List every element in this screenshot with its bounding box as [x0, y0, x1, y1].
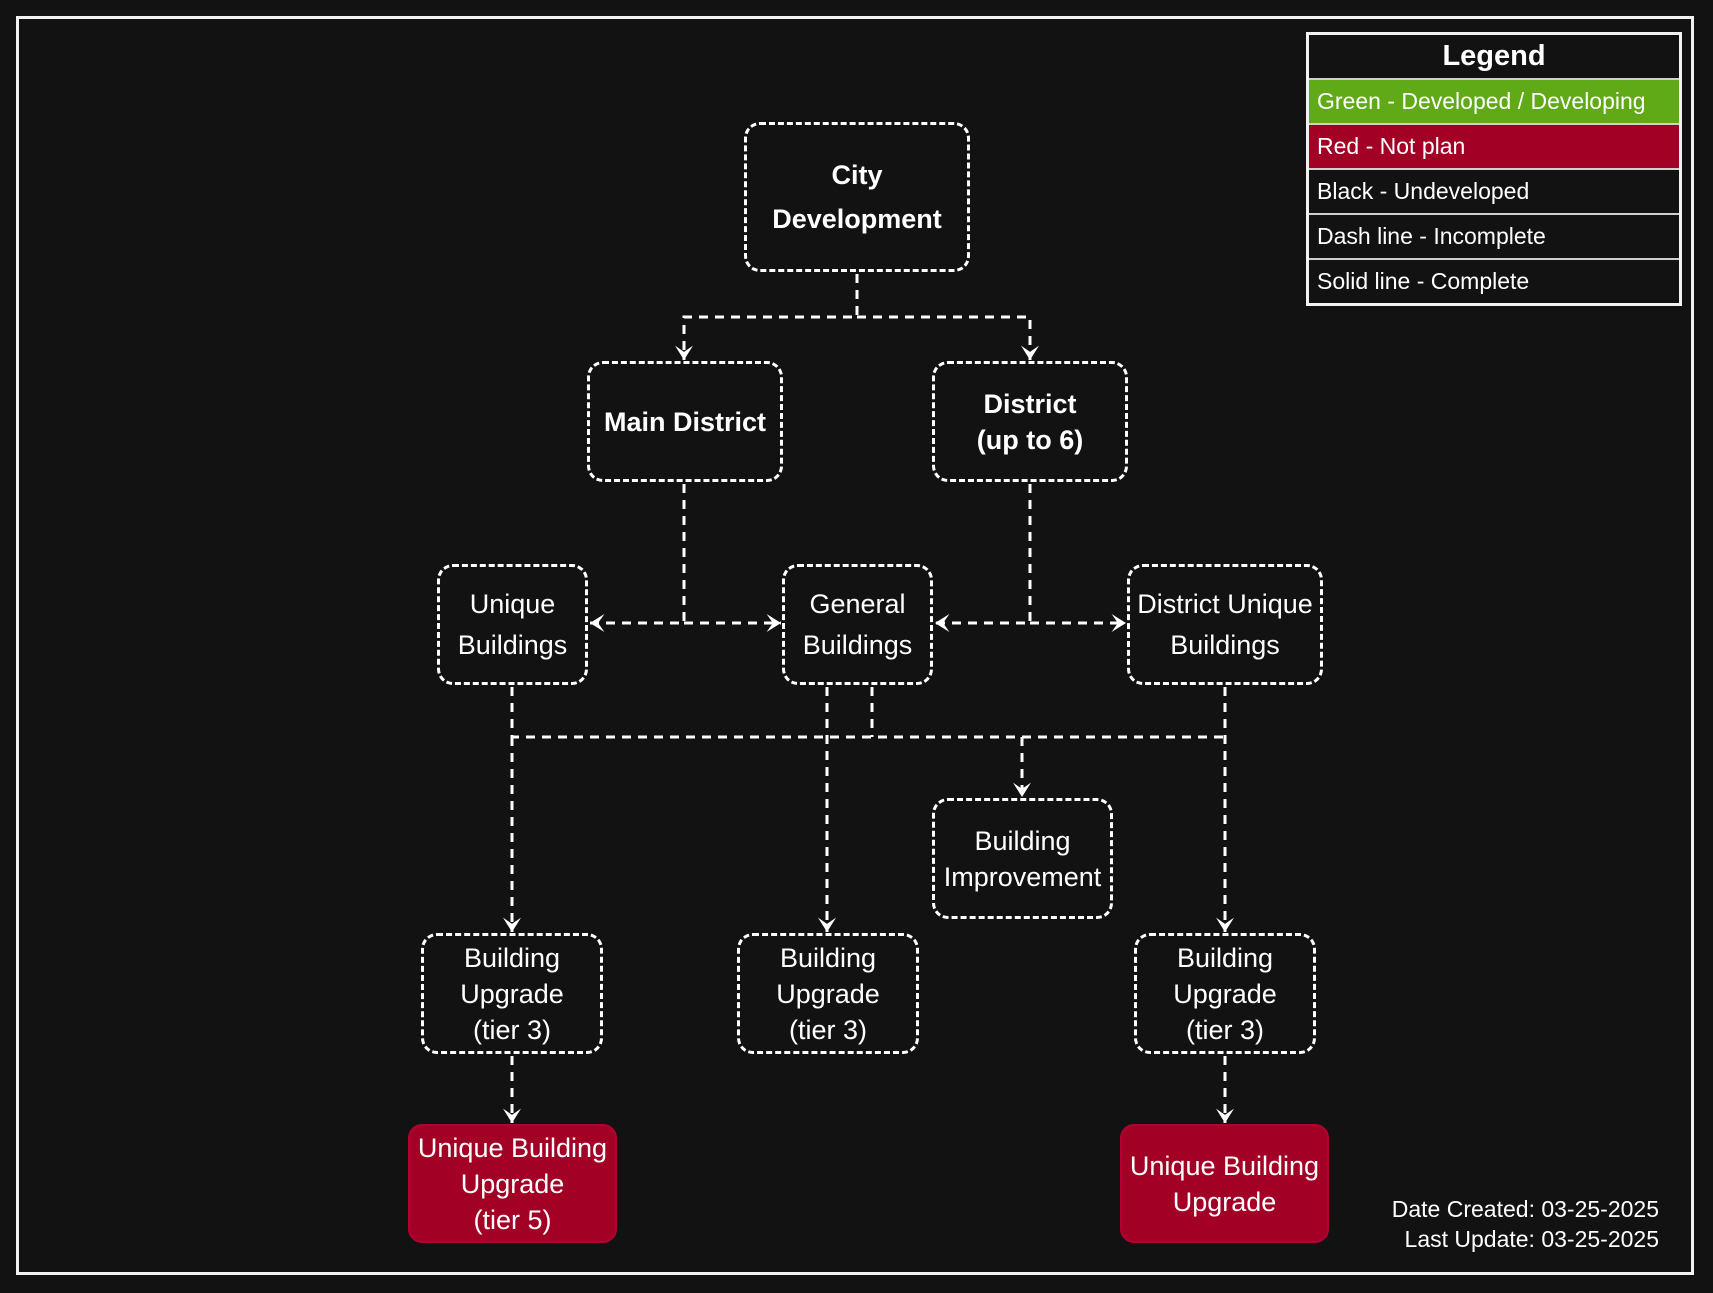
- arrowhead: [766, 614, 781, 632]
- node-unique-building-upgrade-tier5: Unique Building Upgrade (tier 5): [408, 1124, 617, 1243]
- node-building-improvement: Building Improvement: [932, 798, 1113, 919]
- arrowhead: [1021, 345, 1039, 360]
- node-line: Building: [1176, 942, 1274, 973]
- node-line: Development: [772, 204, 942, 234]
- node-line: Upgrade: [1173, 978, 1277, 1009]
- node-line: Building: [974, 825, 1071, 856]
- node-line: General: [809, 589, 906, 619]
- legend: Legend Green - Developed / Developing Re…: [1306, 32, 1682, 306]
- arrowhead: [1111, 614, 1126, 632]
- edge-bus-to-improvement: [510, 687, 1225, 739]
- node-line: District Unique: [1137, 589, 1313, 619]
- legend-item-green: Green - Developed / Developing: [1309, 80, 1679, 125]
- node-line: City: [831, 160, 883, 190]
- node-line: (tier 3): [788, 1014, 867, 1045]
- legend-item-dash-line: Dash line - Incomplete: [1309, 215, 1679, 260]
- edge-main-to-unique-buildings: [590, 484, 686, 625]
- node-line: Upgrade: [1172, 1186, 1277, 1217]
- node-line: Building: [779, 942, 877, 973]
- arrowhead: [503, 917, 521, 932]
- edge-district-to-general-buildings: [935, 484, 1032, 625]
- legend-item-black: Black - Undeveloped: [1309, 170, 1679, 215]
- node-line: Unique: [469, 589, 556, 619]
- node-general-buildings: General Buildings: [782, 564, 933, 685]
- node-line: (tier 5): [473, 1204, 552, 1235]
- node-line: Building: [463, 942, 561, 973]
- edge-city-to-main-district: [682, 274, 859, 360]
- node-line: Upgrade: [460, 1168, 565, 1199]
- node-unique-building-upgrade: Unique Building Upgrade: [1120, 1124, 1329, 1243]
- node-building-upgrade-right: Building Upgrade (tier 3): [1134, 933, 1316, 1054]
- edge-city-to-district: [857, 315, 1032, 360]
- node-line: Unique Building: [417, 1132, 608, 1163]
- node-line: Upgrade: [460, 978, 564, 1009]
- node-city-development: City Development: [744, 122, 970, 272]
- node-line: (tier 3): [472, 1014, 551, 1045]
- node-district: District (up to 6): [932, 361, 1128, 482]
- diagram-frame: [16, 16, 1694, 1275]
- node-district-unique-buildings: District Unique Buildings: [1127, 564, 1323, 685]
- node-line: Main District: [603, 406, 767, 437]
- node-line: Upgrade: [776, 978, 880, 1009]
- node-line: District: [983, 388, 1077, 419]
- node-line: Buildings: [802, 630, 913, 660]
- arrowhead: [1216, 1108, 1234, 1123]
- footer-dates: Date Created: 03-25-2025 Last Update: 03…: [1392, 1194, 1659, 1254]
- date-created: Date Created: 03-25-2025: [1391, 1196, 1659, 1222]
- arrowhead: [935, 614, 950, 632]
- arrowhead: [590, 614, 605, 632]
- legend-item-solid-line: Solid line - Complete: [1309, 260, 1679, 303]
- node-line: (tier 3): [1185, 1014, 1264, 1045]
- arrowhead: [675, 345, 693, 360]
- node-line: Buildings: [457, 630, 568, 660]
- arrowhead: [1216, 917, 1234, 932]
- last-update: Last Update: 03-25-2025: [1404, 1226, 1659, 1252]
- node-line: (up to 6): [976, 424, 1084, 455]
- legend-item-red: Red - Not plan: [1309, 125, 1679, 170]
- arrowhead: [1013, 782, 1031, 797]
- node-main-district: Main District: [587, 361, 783, 482]
- node-building-upgrade-middle: Building Upgrade (tier 3): [737, 933, 919, 1054]
- arrowhead: [503, 1108, 521, 1123]
- node-line: Buildings: [1170, 630, 1280, 660]
- node-building-upgrade-left: Building Upgrade (tier 3): [421, 933, 603, 1054]
- node-line: Unique Building: [1129, 1150, 1320, 1181]
- node-line: Improvement: [943, 861, 1102, 892]
- arrowhead: [818, 917, 836, 932]
- node-unique-buildings: Unique Buildings: [437, 564, 588, 685]
- legend-title: Legend: [1309, 35, 1679, 80]
